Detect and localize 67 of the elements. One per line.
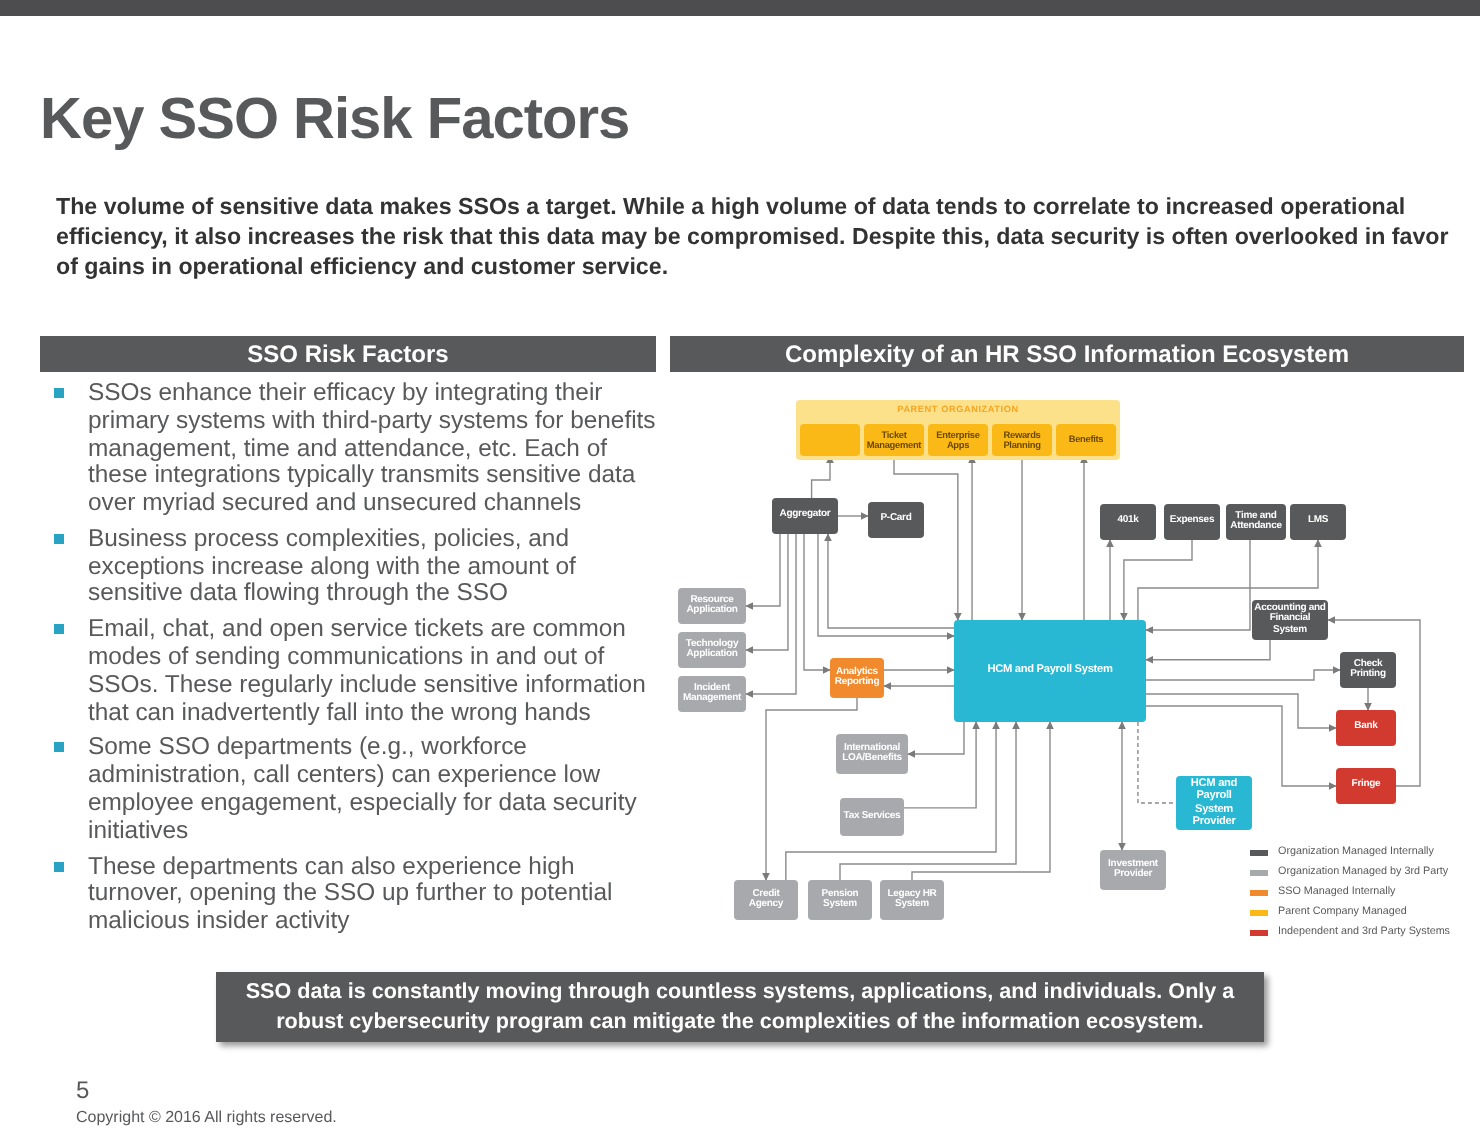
system-box xyxy=(868,502,924,538)
system-box xyxy=(1100,504,1156,540)
connector-arrow xyxy=(1106,539,1114,621)
connector-arrow xyxy=(1137,539,1322,621)
connector-arrow xyxy=(803,533,831,674)
group-panel xyxy=(796,400,1120,460)
page-title: Key SSO Risk Factors xyxy=(40,88,630,154)
system-box xyxy=(1056,424,1116,456)
callout-banner: SSO data is constantly moving through countless systems, applications, and individuals. Only a robust cybersecurity program can mitigate the complexities of the information ecosystem. xyxy=(216,972,1264,1042)
connector-arrow xyxy=(883,682,955,690)
system-box xyxy=(840,798,904,836)
bullet-text: Email, chat, and open service tickets are common modes of sending communications in and out of SSOs. These regularly include sensitive information that can inadvertently fall into the wrong hands xyxy=(88,614,646,726)
system-box xyxy=(1176,776,1252,830)
system-box xyxy=(800,424,860,456)
system-box xyxy=(880,880,944,920)
system-box xyxy=(678,588,746,624)
connector-arrow xyxy=(907,721,965,758)
bullet-text: SSOs enhance their efficacy by integrating their primary systems with third-party systems for benefits management, time and attendance, etc. Each of these integrations typically transmits sensitive data over myriad secured and unsecured channels xyxy=(88,378,656,517)
connector-arrow xyxy=(883,666,955,674)
system-box xyxy=(992,424,1052,456)
section-header: SSO Risk Factors xyxy=(40,336,656,372)
copyright-note: Copyright © 2016 All rights reserved. xyxy=(76,1108,337,1126)
system-box xyxy=(928,424,988,456)
connector-arrow xyxy=(903,721,981,809)
connector-arrow xyxy=(1145,639,1271,664)
system-box xyxy=(1340,652,1396,688)
connector-arrow xyxy=(1364,687,1372,711)
system-box xyxy=(808,880,872,920)
connector-arrow xyxy=(911,721,1054,881)
system-box xyxy=(830,658,884,698)
connector-arrow xyxy=(837,512,869,520)
system-box xyxy=(1164,504,1220,540)
system-box xyxy=(734,880,798,920)
system-box xyxy=(1336,768,1396,804)
system-box xyxy=(678,676,746,712)
bullet-text: These departments can also experience high turnover, opening the SSO up further to potential malicious insider activity xyxy=(88,851,613,935)
page-number: 5 xyxy=(76,1076,90,1104)
system-box xyxy=(836,734,908,774)
system-box xyxy=(1336,710,1396,746)
connector-arrow xyxy=(1145,693,1337,732)
connector-arrow xyxy=(1118,721,1126,851)
connector-arrow xyxy=(745,533,789,654)
system-box xyxy=(954,620,1146,722)
connector-arrow xyxy=(1145,705,1337,790)
connector-arrow xyxy=(1080,455,1088,621)
connector-arrow xyxy=(1145,539,1251,634)
system-box xyxy=(1226,504,1286,540)
connector-arrow xyxy=(785,721,1001,881)
connector-arrow xyxy=(1119,539,1193,621)
bullet-text: Business process complexities, policies, and exceptions increase along with the amount of sensitive data flowing through the SSO xyxy=(88,523,576,607)
connector-arrow xyxy=(745,533,781,610)
intro-paragraph: The volume of sensitive data makes SSOs a target. While a high volume of data tends to correlate to increased operational efficiency, it also increases the risk that this data may be compromised. Despite this, data security is often overlooked in favor of gains in operational efficiency and customer service. xyxy=(56,192,1451,283)
connector-arrow xyxy=(1145,666,1341,681)
connector-arrow xyxy=(745,533,797,698)
system-box xyxy=(1290,504,1346,540)
system-box xyxy=(772,498,838,534)
system-box xyxy=(678,632,746,668)
connector-arrow xyxy=(1018,455,1026,621)
connector-arrow xyxy=(810,455,834,499)
connector-arrow xyxy=(762,697,858,881)
section-header: Complexity of an HR SSO Information Ecosystem xyxy=(670,336,1464,372)
connector-arrow xyxy=(1327,616,1421,787)
connector-arrow xyxy=(893,455,962,621)
connector-arrow xyxy=(968,455,977,621)
system-box xyxy=(1100,850,1166,890)
connector-arrow xyxy=(839,721,1020,881)
bullet-text: Some SSO departments (e.g., workforce administration, call centers) can experience low employee engagement, especially for data security initiatives xyxy=(88,732,637,844)
